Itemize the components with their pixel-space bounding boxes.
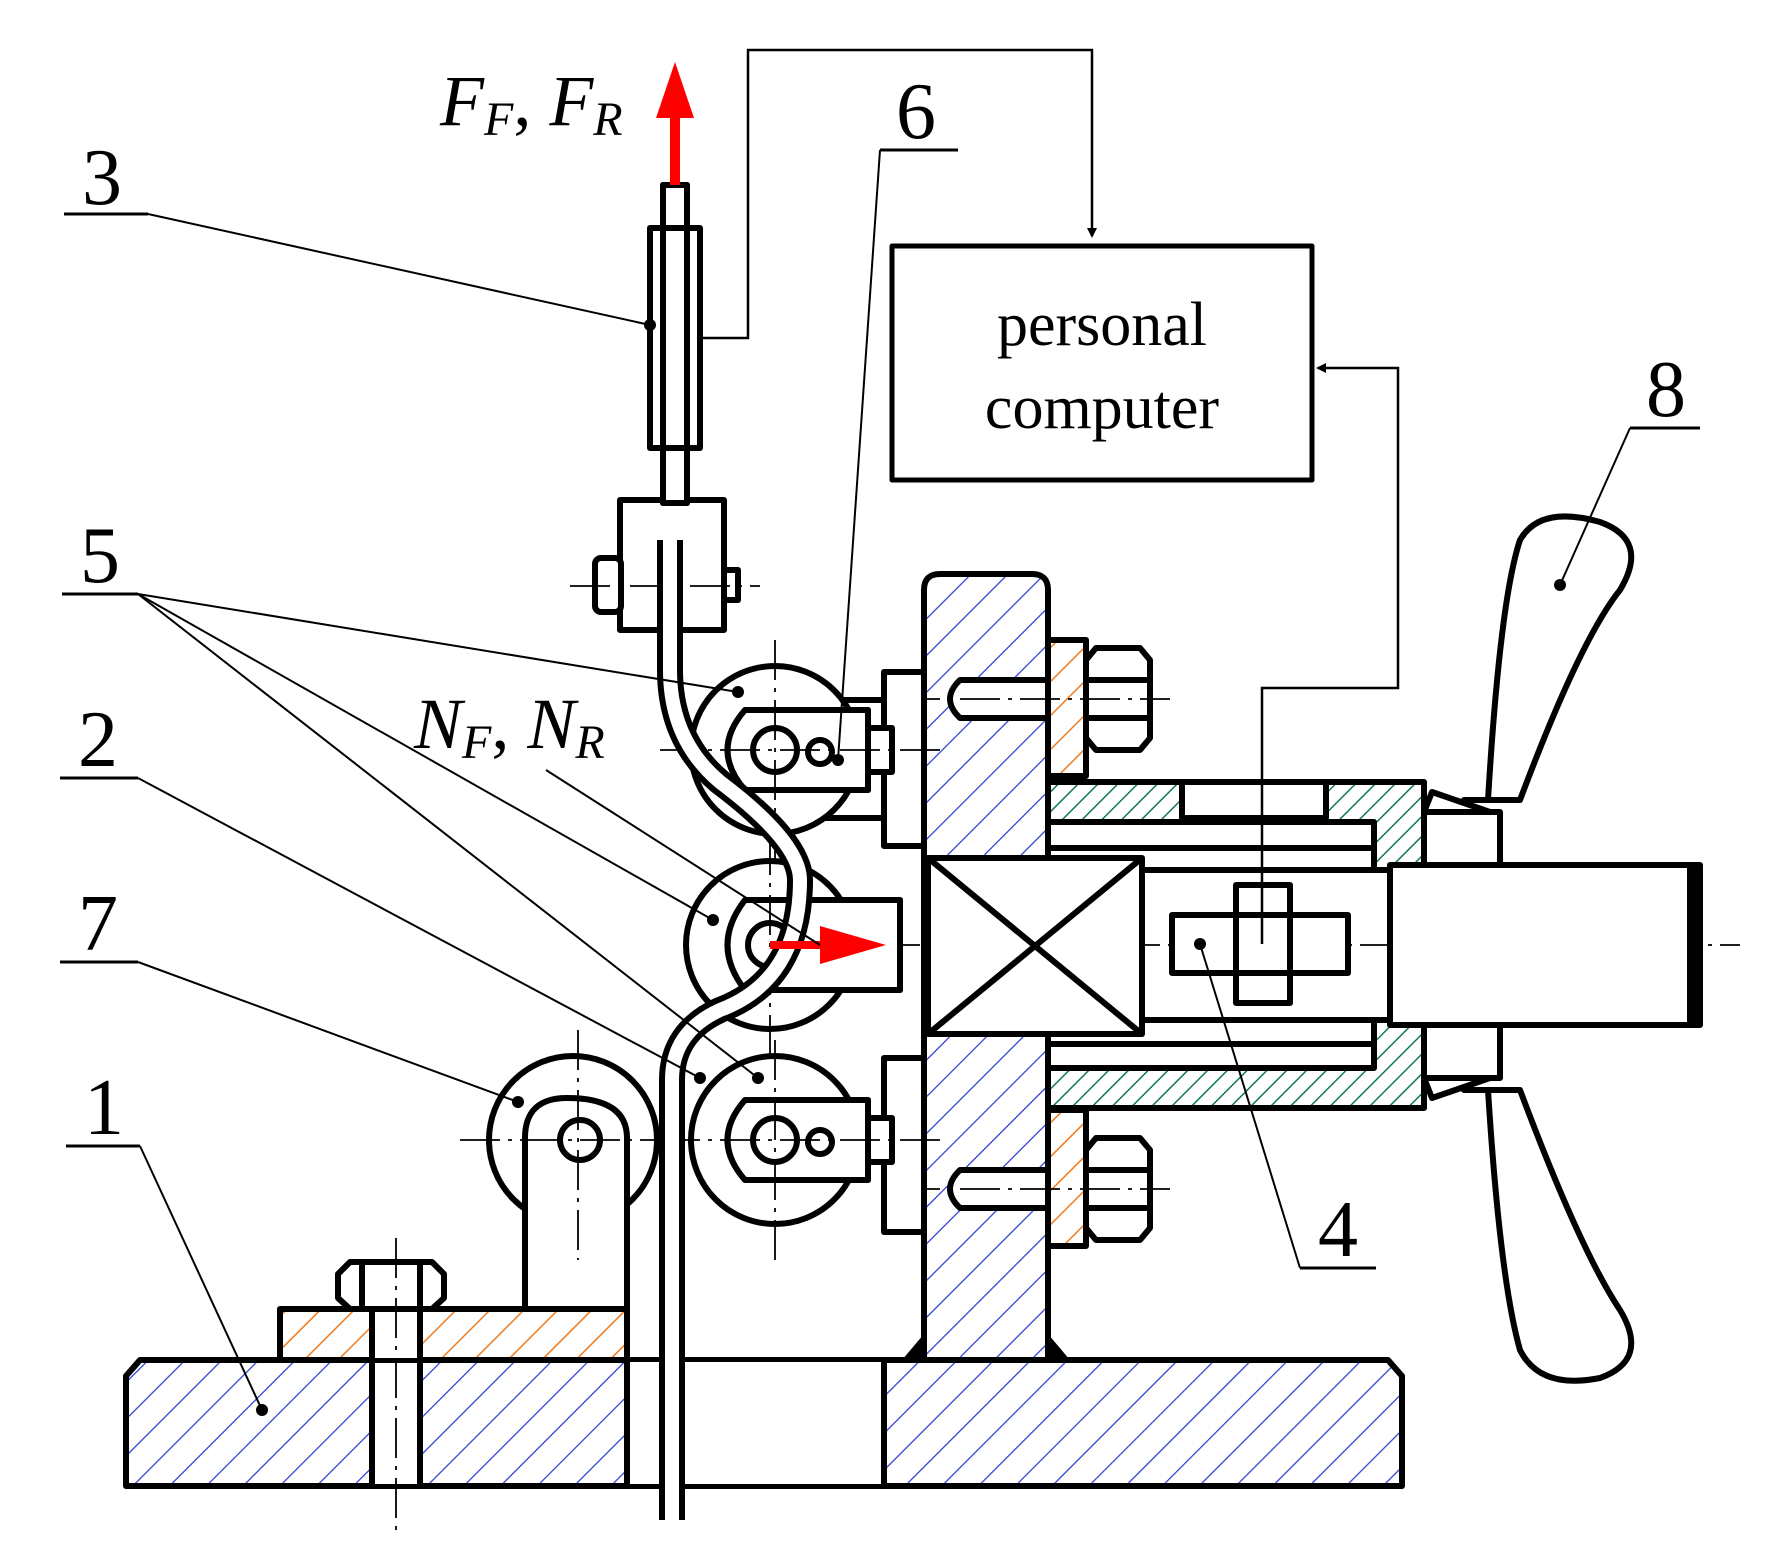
label-6: 6: [896, 68, 936, 156]
part-number-labels: 3 6 5 2 7 1 4 8: [78, 68, 1686, 1274]
pull-force-arrow: [656, 62, 694, 185]
label-5: 5: [80, 512, 120, 600]
leader-lines: [60, 148, 1700, 1416]
label-4: 4: [1318, 1186, 1358, 1274]
force-sensor: [647, 182, 703, 506]
test-strip: [657, 540, 813, 1520]
computer-box: personal computer: [889, 243, 1315, 483]
roller-lower: [660, 1040, 940, 1260]
label-3: 3: [82, 134, 122, 222]
label-2: 2: [78, 696, 118, 784]
base-plate: [123, 1357, 1405, 1489]
computer-label-line2: computer: [985, 374, 1219, 442]
force-label-top: FF, FR: [439, 61, 623, 146]
load-cell-block: [925, 855, 1145, 1037]
base-bolt: [335, 1238, 447, 1530]
clamp-plate: [277, 1306, 630, 1363]
wing-nut: [1387, 513, 1703, 1384]
bolt-lower: [900, 1135, 1170, 1243]
force-label-normal: NF, NR: [413, 684, 605, 769]
label-8: 8: [1646, 346, 1686, 434]
washer-lower: [1045, 1107, 1089, 1249]
signal-wires: [700, 48, 1400, 944]
label-1: 1: [84, 1064, 124, 1152]
label-7: 7: [78, 880, 118, 968]
computer-label-line1: personal: [997, 291, 1207, 359]
washer-upper: [1045, 637, 1089, 779]
bolt-upper: [900, 645, 1170, 753]
